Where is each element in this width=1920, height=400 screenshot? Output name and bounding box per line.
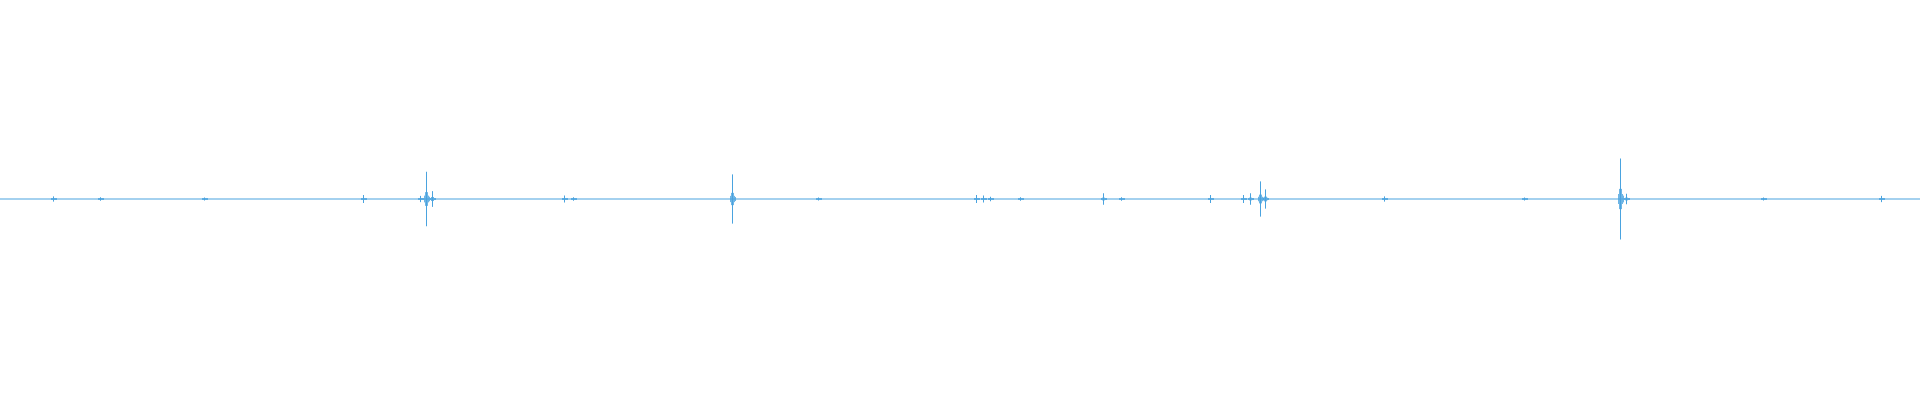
waveform-spikes xyxy=(51,158,1885,240)
